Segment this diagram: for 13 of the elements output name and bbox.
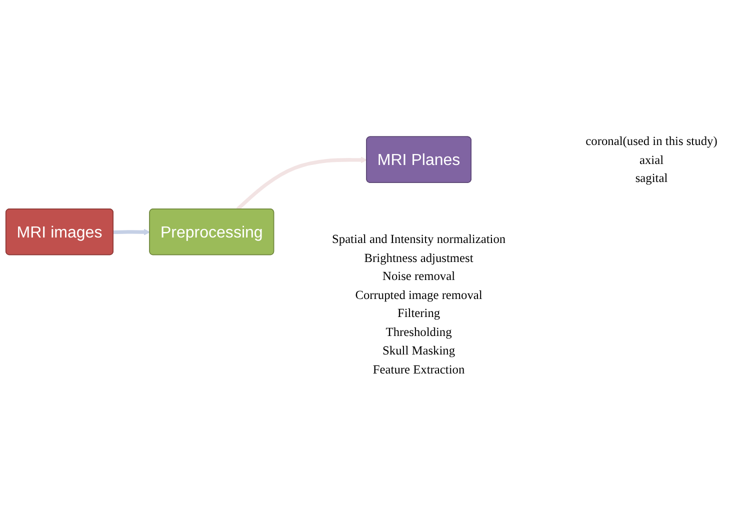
node-label: Corrupted image removal bbox=[355, 288, 482, 302]
node-label: Noise removal bbox=[382, 269, 456, 283]
node-label: axial bbox=[639, 152, 664, 166]
arrow bbox=[113, 228, 150, 236]
node-label: Spatial and Intensity normalization bbox=[332, 232, 506, 246]
node-label: Feature Extraction bbox=[372, 362, 465, 376]
node-label: coronal(used in this study) bbox=[586, 134, 718, 148]
arrow bbox=[236, 156, 368, 211]
node-label: Filtering bbox=[397, 306, 440, 320]
node-label: Skull Masking bbox=[382, 343, 456, 358]
node-label: Brightness adjustmest bbox=[364, 250, 474, 264]
node-label: Thresholding bbox=[386, 324, 452, 339]
node-label: sagital bbox=[635, 170, 668, 185]
